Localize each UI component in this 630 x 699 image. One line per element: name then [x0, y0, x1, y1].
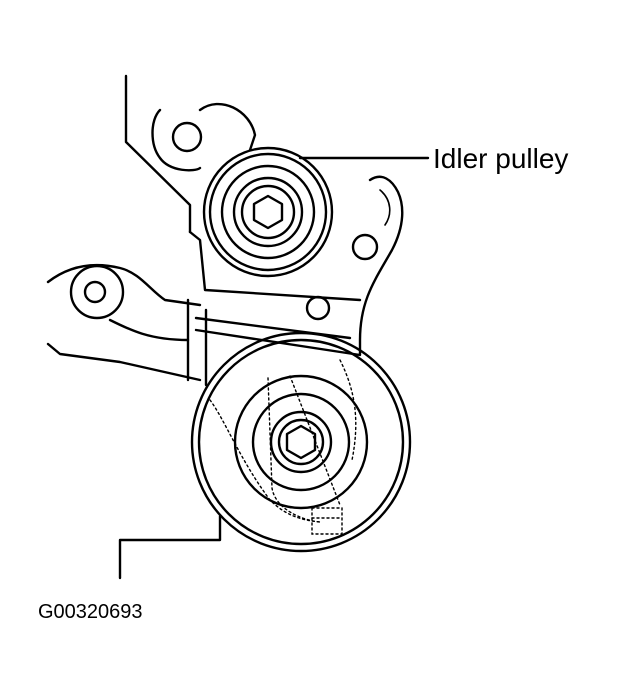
tensioner-arm — [46, 263, 202, 342]
idler-pulley-label: Idler pulley — [433, 143, 568, 174]
idler-pulley — [202, 146, 334, 278]
engine-block-outline — [46, 74, 222, 580]
bracket-bolt-holes — [171, 121, 379, 321]
figure-code: G00320693 — [38, 601, 143, 623]
mounting-bracket — [151, 102, 404, 357]
hidden-tensioner-outline — [209, 359, 357, 535]
lower-pulley — [190, 331, 412, 553]
